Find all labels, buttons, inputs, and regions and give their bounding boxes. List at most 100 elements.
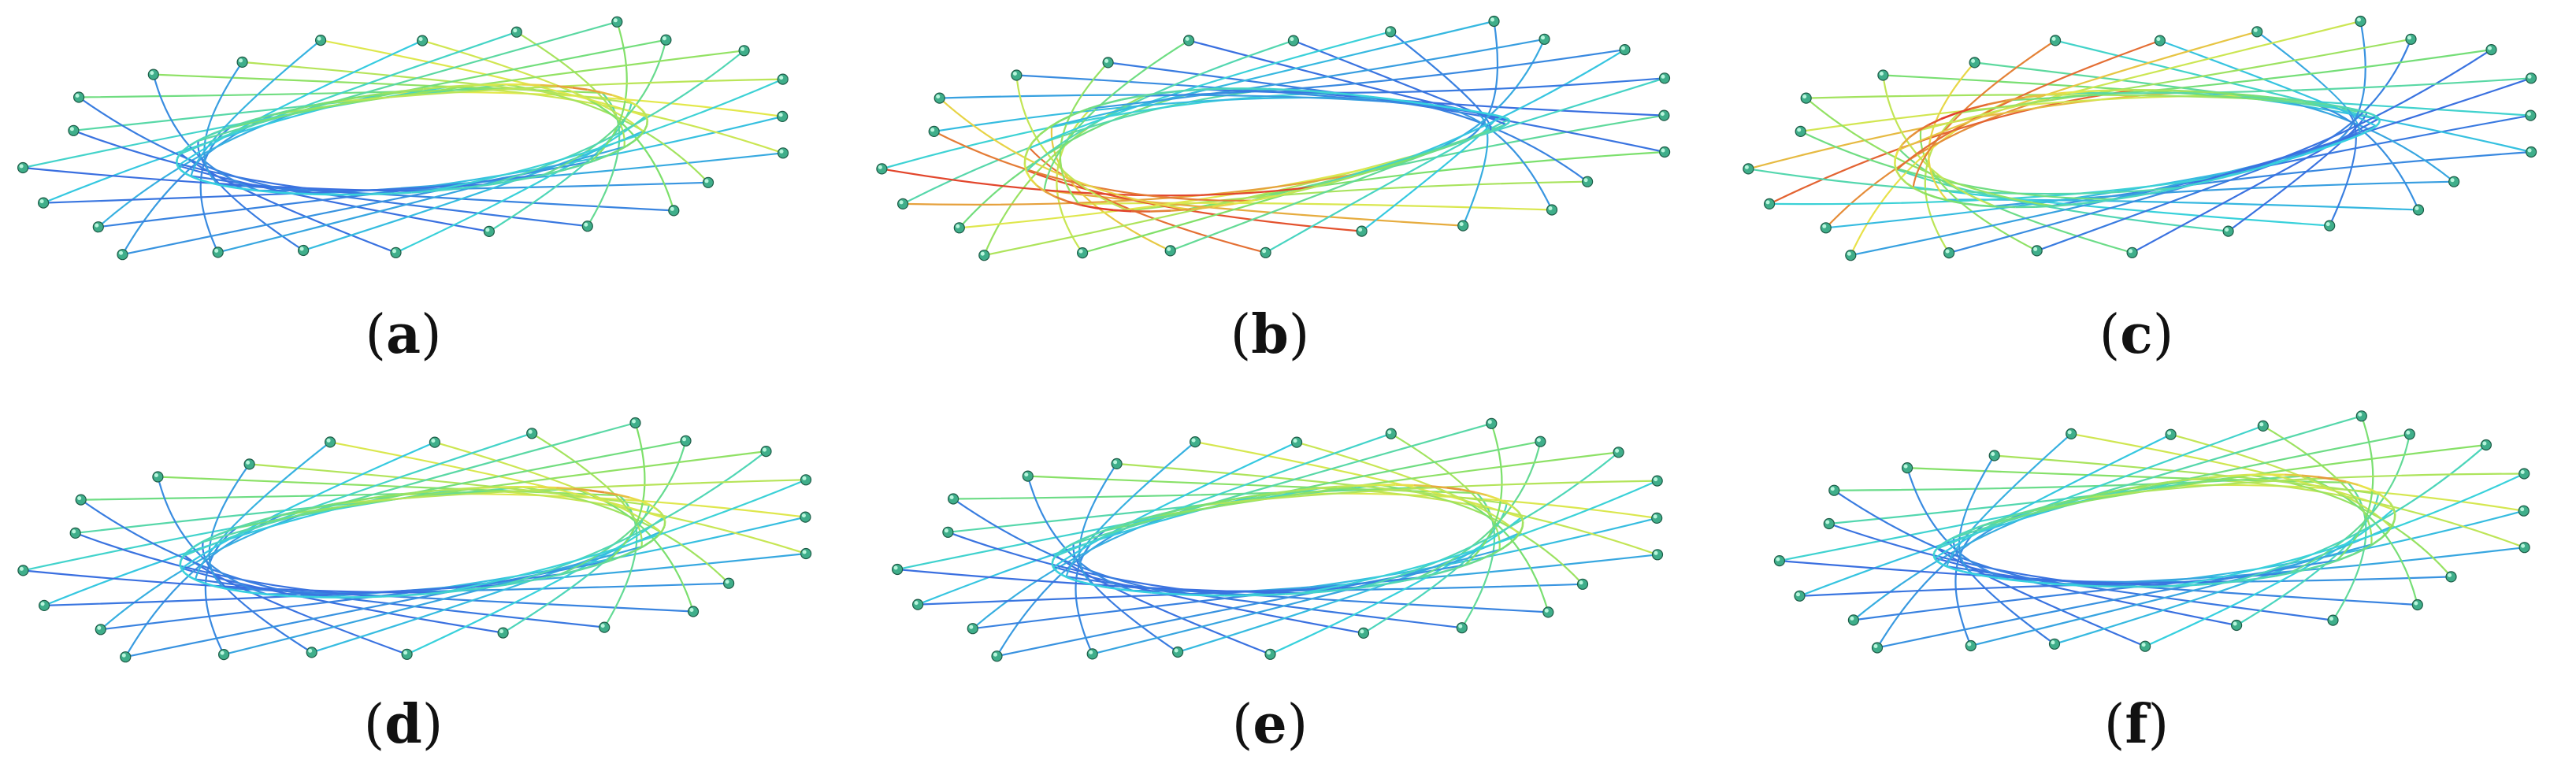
ring-segment-f-0 (2393, 513, 2396, 521)
ring-segment-f-27 (1984, 575, 1999, 580)
ring-segment-f-8 (2325, 558, 2340, 565)
anchor-node-c-18 (2154, 35, 2166, 46)
anchor-node-highlight-d-2 (725, 580, 729, 584)
ring-segment-d-35 (179, 564, 183, 570)
ring-segment-c-44 (1954, 107, 1972, 115)
ring-segment-a-48 (287, 106, 306, 113)
ring-segment-d-0 (663, 521, 666, 527)
ring-segment-c-67 (2359, 109, 2367, 114)
anchor-node-a-9 (117, 249, 128, 261)
ring-segment-f-43 (1969, 525, 1981, 532)
anchor-node-group-b (876, 15, 1671, 261)
anchor-node-f-10 (1847, 614, 1860, 626)
cable-f-9-0 (1876, 511, 2026, 649)
ring-segment-a-69 (637, 105, 644, 112)
cable-d-23-1 (335, 479, 807, 505)
anchor-node-highlight-a-18 (418, 37, 423, 42)
ring-segment-f-61 (2284, 473, 2302, 477)
ring-segment-f-44 (1980, 521, 1994, 528)
cable-b-4-1 (1462, 110, 1489, 227)
cable-a-6-0 (180, 152, 396, 254)
cable-d-15-1 (157, 476, 268, 595)
ring-segment-b-35 (1023, 164, 1028, 172)
anchor-node-highlight-e-6 (1267, 650, 1271, 655)
cable-b-12-0 (882, 92, 1337, 170)
anchor-node-d-10 (95, 624, 106, 636)
anchor-node-highlight-f-18 (2167, 431, 2172, 435)
anchor-node-highlight-e-8 (1089, 650, 1093, 654)
anchor-node-e-5 (1357, 627, 1370, 639)
ring-segment-e-55 (1296, 487, 1317, 491)
cable-b-8-0 (1056, 106, 1093, 254)
anchor-node-e-21 (1535, 435, 1546, 447)
ring-segment-e-34 (1052, 566, 1057, 572)
ring-segment-b-55 (1309, 90, 1331, 94)
ring-segment-b-32 (1036, 184, 1046, 193)
anchor-node-f-23 (2518, 468, 2530, 480)
anchor-node-highlight-b-6 (1262, 249, 1267, 254)
ring-segment-b-22 (1191, 206, 1213, 210)
anchor-node-a-12 (17, 161, 29, 174)
anchor-node-c-2 (2448, 176, 2460, 187)
ring-segment-a-5 (616, 145, 628, 153)
cable-a-10-1 (98, 173, 547, 228)
cable-d-19-1 (183, 432, 533, 558)
ring-segment-b-59 (1387, 98, 1405, 102)
cable-b-12-1 (882, 168, 1317, 197)
cable-net-diagram-e (892, 417, 1664, 662)
anchor-node-f-1 (2518, 542, 2530, 554)
cable-d-5-1 (503, 504, 651, 634)
ring-segment-a-36 (175, 158, 179, 163)
ring-segment-c-33 (1899, 176, 1907, 184)
ring-segment-e-49 (1178, 505, 1197, 511)
anchor-node-d-8 (218, 649, 230, 661)
ring-segment-b-26 (1113, 209, 1132, 213)
ring-segment-a-6 (605, 150, 618, 158)
anchor-node-d-23 (800, 474, 812, 486)
ring-segment-b-11 (1409, 153, 1427, 161)
anchor-node-e-17 (1190, 436, 1201, 448)
ring-segment-e-28 (1094, 584, 1108, 589)
anchor-node-highlight-b-18 (1290, 37, 1294, 42)
ring-segment-a-1 (644, 124, 648, 132)
ring-segment-c-29 (1935, 196, 1949, 202)
ring-segment-f-15 (2197, 582, 2218, 586)
ring-segment-a-61 (540, 83, 557, 87)
cable-a-21-1 (228, 39, 666, 129)
ring-segment-d-30 (204, 582, 215, 587)
ring-segment-f-24 (2027, 580, 2044, 584)
ring-segment-b-18 (1276, 190, 1298, 197)
ring-segment-a-0 (645, 120, 649, 126)
ring-segment-a-40 (188, 140, 197, 147)
anchor-node-f-9 (1871, 642, 1884, 654)
anchor-node-a-6 (390, 246, 402, 258)
anchor-node-f-2 (2445, 571, 2457, 583)
ring-segment-f-30 (1954, 568, 1964, 573)
ring-segment-f-57 (2208, 475, 2229, 479)
cable-d-8-1 (223, 545, 644, 656)
ring-segment-c-45 (1970, 103, 1988, 110)
cable-d-20-1 (201, 421, 636, 543)
ring-segment-e-48 (1160, 509, 1179, 516)
ring-segment-e-31 (1066, 576, 1075, 581)
ring-segment-d-57 (478, 486, 499, 489)
anchor-node-b-3 (1546, 204, 1558, 216)
ring-segment-a-49 (304, 102, 324, 109)
ring-segment-d-40 (192, 542, 202, 549)
ring-segment-f-16 (2177, 584, 2198, 587)
anchor-node-highlight-d-1 (802, 550, 807, 554)
ring-segment-f-12 (2256, 575, 2276, 580)
anchor-node-highlight-d-8 (220, 650, 225, 655)
cable-a-23-1 (325, 78, 783, 104)
ring-segment-f-5 (2363, 543, 2374, 550)
anchor-node-c-3 (2412, 204, 2425, 216)
ring-segment-c-21 (2076, 200, 2098, 206)
ring-segment-a-13 (492, 180, 513, 186)
ring-segment-c-57 (2214, 91, 2233, 95)
anchor-node-highlight-d-19 (528, 429, 533, 434)
anchor-node-f-20 (2355, 410, 2367, 422)
anchor-node-highlight-b-8 (1078, 249, 1083, 254)
cable-f-10-1 (1853, 572, 2292, 621)
ring-segment-c-8 (2319, 144, 2333, 150)
ring-segment-f-13 (2237, 577, 2258, 583)
